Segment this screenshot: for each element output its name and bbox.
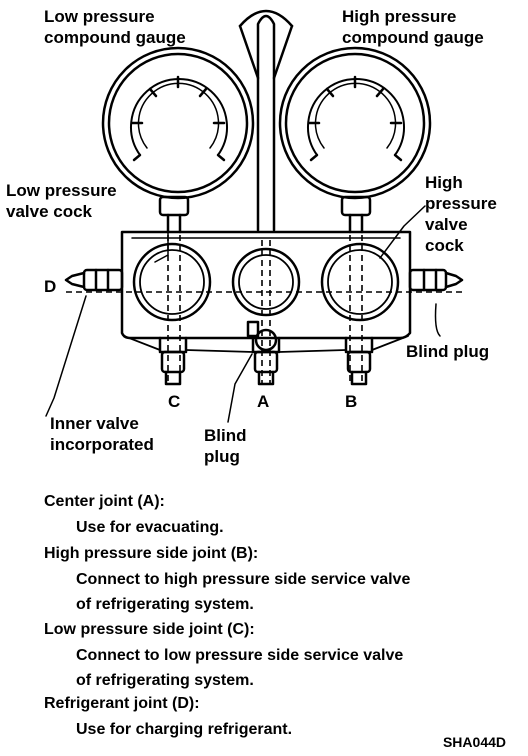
high-gauge-label: High pressure compound gauge: [342, 7, 484, 47]
hanger-top: [238, 9, 294, 28]
joint-b-label: B: [345, 392, 358, 411]
low-pressure-valve-knob: [132, 242, 212, 322]
note-heading: Low pressure side joint (C):: [44, 621, 255, 638]
note-text: of refrigerating system.: [76, 596, 254, 613]
refrigerant-joint-d: [64, 268, 124, 292]
center-joint-a: [246, 320, 281, 386]
note-text: Use for evacuating.: [76, 519, 224, 536]
note-text: Use for charging refrigerant.: [76, 721, 293, 738]
high-valve-cock-label: High pressure valve cock: [425, 173, 497, 255]
figure-code: SHA044D: [442, 734, 506, 750]
joint-d-label: D: [44, 277, 57, 296]
note-text: Connect to low pressure side service val…: [76, 647, 404, 664]
note-text: of refrigerating system.: [76, 672, 254, 689]
hanger-arms: [238, 24, 294, 80]
hanger-hook: [256, 14, 276, 232]
note-heading: Center joint (A):: [44, 493, 165, 510]
blind-plug-center-label: Blind plug: [204, 426, 247, 466]
note-heading: Refrigerant joint (D):: [44, 695, 200, 712]
blind-plug-right-label: Blind plug: [406, 342, 490, 361]
center-valve-knob: [231, 247, 301, 317]
manifold-body: [120, 230, 412, 340]
joint-c-label: C: [168, 392, 181, 411]
right-fitting-blind-plug: [408, 268, 464, 292]
note-heading: High pressure side joint (B):: [44, 545, 259, 562]
low-valve-cock-label: Low pressure valve cock: [6, 181, 117, 221]
joint-a-label: A: [257, 392, 270, 411]
inner-valve-label: Inner valve incorporated: [50, 414, 154, 454]
high-pressure-side-joint-b: [344, 336, 374, 386]
center-blind-plug: [254, 328, 278, 352]
high-pressure-valve-knob: [320, 242, 400, 322]
manifold-gauge-diagram: [45, 9, 464, 423]
note-text: Connect to high pressure side service va…: [76, 571, 411, 588]
low-gauge-label: Low pressure compound gauge: [44, 7, 186, 47]
